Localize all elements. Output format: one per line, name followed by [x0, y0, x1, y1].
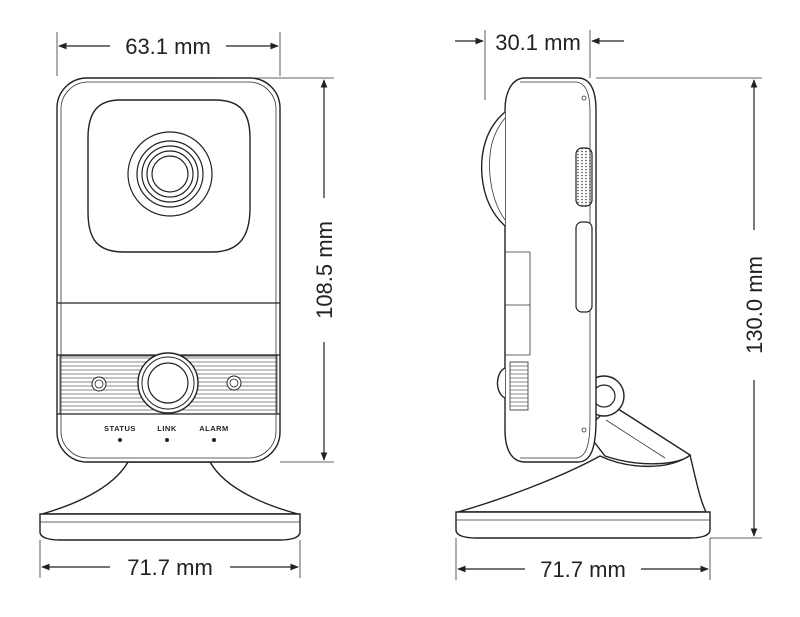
- left-sensor-icon: [91, 376, 107, 392]
- right-sensor-icon: [226, 375, 242, 391]
- side-height-dimension: 130.0 mm: [596, 77, 767, 539]
- status-led-icon: [118, 438, 122, 442]
- side-view: [455, 77, 711, 539]
- side-arm: [583, 375, 692, 465]
- lens-panel: [87, 99, 251, 253]
- side-height-label: 130.0 mm: [742, 256, 767, 354]
- front-lens: [127, 131, 213, 217]
- side-depth-label: 30.1 mm: [495, 30, 581, 55]
- front-width-dimension: 63.1 mm: [56, 32, 281, 76]
- alarm-label: ALARM: [199, 424, 229, 433]
- side-base: [455, 453, 711, 539]
- front-height-dimension: 108.5 mm: [220, 77, 337, 463]
- center-button: [137, 352, 199, 414]
- front-base-dimension: 71.7 mm: [39, 540, 301, 580]
- link-led-icon: [165, 438, 169, 442]
- side-vent: [509, 361, 529, 411]
- side-grip: [575, 147, 593, 207]
- side-slot: [575, 221, 593, 313]
- link-label: LINK: [157, 424, 177, 433]
- front-base: [39, 461, 301, 541]
- alarm-led-icon: [212, 438, 216, 442]
- side-base-width-label: 71.7 mm: [540, 557, 626, 582]
- side-base-dimension: 71.7 mm: [455, 538, 711, 582]
- side-lens: [480, 111, 506, 227]
- front-view: STATUS LINK ALARM: [39, 77, 301, 541]
- status-label: STATUS: [104, 424, 136, 433]
- front-width-label: 63.1 mm: [125, 34, 211, 59]
- side-depth-dimension: 30.1 mm: [455, 30, 624, 100]
- front-base-width-label: 71.7 mm: [127, 555, 213, 580]
- front-height-label: 108.5 mm: [312, 221, 337, 319]
